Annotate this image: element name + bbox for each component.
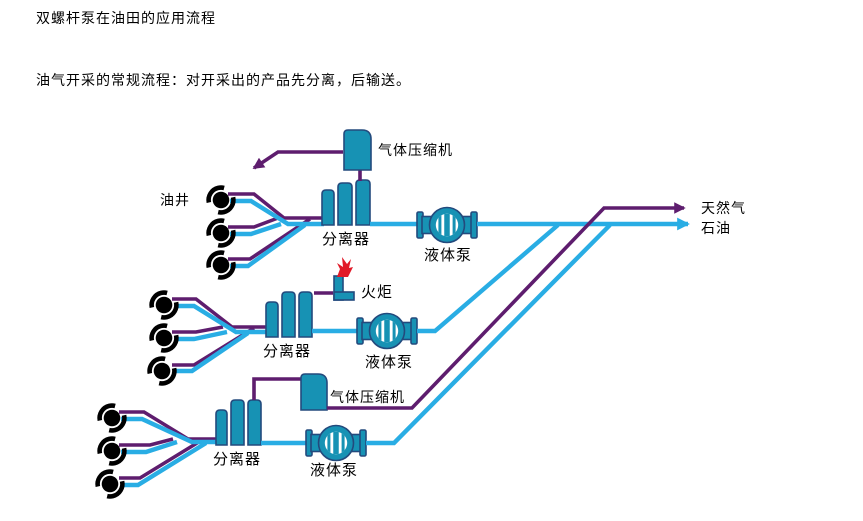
pump-label: 液体泵 bbox=[310, 462, 358, 479]
oil-well-icon bbox=[206, 218, 236, 248]
oil-well-label: 油井 bbox=[160, 193, 190, 209]
liquid-pipe bbox=[174, 329, 228, 342]
train-top: 油井 分离器 气体压缩机 液体泵 bbox=[160, 129, 477, 280]
oil-well-icon bbox=[206, 250, 236, 280]
gas-pipe bbox=[119, 410, 217, 441]
liquid-pipe bbox=[174, 303, 268, 335]
gas-pipe bbox=[228, 216, 279, 229]
separator-label: 分离器 bbox=[213, 451, 261, 468]
oil-well-icon bbox=[97, 403, 127, 433]
flame-icon bbox=[337, 257, 353, 277]
oil-well-icon bbox=[95, 469, 125, 499]
oil-well-icon bbox=[97, 436, 127, 466]
liquid-pipe bbox=[417, 223, 560, 334]
gas-pipe bbox=[252, 377, 301, 400]
separator-label: 分离器 bbox=[322, 231, 370, 248]
compressor-icon bbox=[343, 129, 372, 171]
gas-pipe bbox=[228, 192, 324, 220]
gas-pipe bbox=[172, 325, 224, 334]
pump-icon bbox=[306, 426, 366, 461]
liquid-pipe bbox=[366, 223, 612, 446]
compressor-label: 气体压缩机 bbox=[378, 143, 453, 159]
compressor-icon bbox=[300, 373, 328, 411]
export-lines: 天然气 石油 bbox=[327, 200, 746, 410]
oil-well-icon bbox=[147, 356, 177, 386]
oil-well-icon bbox=[149, 290, 179, 320]
gas-pipe bbox=[119, 437, 174, 447]
gas-pipe bbox=[228, 217, 311, 261]
compressor-label: 气体压缩机 bbox=[330, 390, 405, 406]
page-subtitle: 油气开采的常规流程：对开采出的产品先分离，后输送。 bbox=[36, 74, 411, 89]
flare-icon bbox=[333, 257, 355, 301]
oil-well-icon bbox=[206, 185, 236, 215]
gas-reinjection-arrow bbox=[252, 150, 343, 170]
page-title: 双螺杆泵在油田的应用流程 bbox=[36, 12, 216, 27]
train-middle: 分离器 火炬 液体泵 bbox=[147, 223, 560, 386]
separator-label: 分离器 bbox=[263, 343, 311, 360]
gas-pipe bbox=[172, 297, 268, 329]
flare-label: 火炬 bbox=[361, 284, 393, 301]
liquid-pipe bbox=[121, 441, 208, 488]
separator-icon bbox=[265, 291, 313, 338]
pump-label: 液体泵 bbox=[365, 354, 413, 371]
liquid-pipe bbox=[121, 439, 178, 455]
oil-well-icon bbox=[149, 323, 179, 353]
liquid-pipe bbox=[174, 331, 250, 374]
pump-icon bbox=[417, 208, 477, 243]
separator-icon bbox=[321, 179, 371, 226]
liquid-pipe bbox=[230, 198, 324, 227]
liquid-pipe bbox=[230, 223, 307, 269]
train-bottom: 分离器 气体压缩机 液体泵 bbox=[95, 223, 612, 499]
separator-icon bbox=[215, 399, 262, 446]
natural-gas-label: 天然气 bbox=[701, 200, 746, 217]
oil-label: 石油 bbox=[701, 221, 731, 237]
gas-pipe bbox=[119, 438, 203, 480]
pump-label: 液体泵 bbox=[424, 247, 472, 264]
natural-gas-output-arrow bbox=[327, 202, 686, 410]
liquid-pipe bbox=[230, 221, 282, 237]
pump-icon bbox=[357, 314, 417, 349]
